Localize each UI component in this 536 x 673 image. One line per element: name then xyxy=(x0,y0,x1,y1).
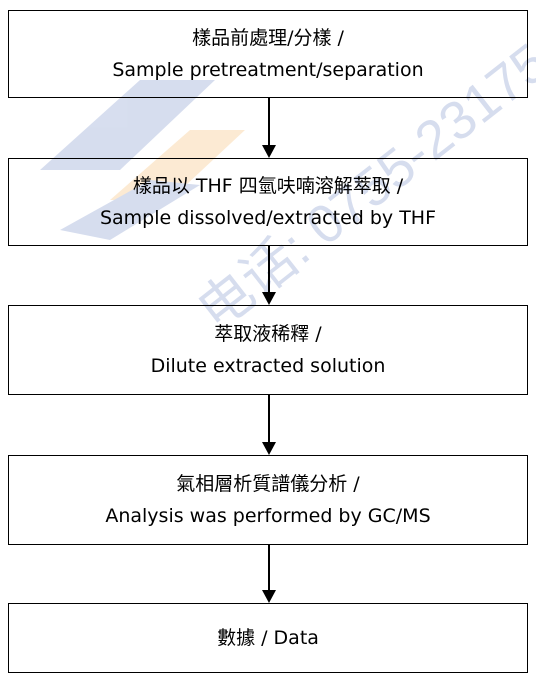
flow-arrow xyxy=(262,98,276,158)
step-label-en: Analysis was performed by GC/MS xyxy=(105,505,431,527)
arrow-down-icon xyxy=(262,590,276,603)
step-box-data: 數據 / Data xyxy=(8,603,528,673)
step-label-zh: 氣相層析質譜儀分析 / xyxy=(176,473,360,495)
arrow-shaft xyxy=(268,545,270,590)
flow-arrow xyxy=(262,395,276,455)
step-label-zh: 萃取液稀釋 / xyxy=(214,323,322,345)
arrow-down-icon xyxy=(262,145,276,158)
step-label-en: Dilute extracted solution xyxy=(150,355,386,377)
arrow-shaft xyxy=(268,246,270,292)
step-label-en: Sample pretreatment/separation xyxy=(112,59,424,81)
step-label-en: Sample dissolved/extracted by THF xyxy=(99,207,437,229)
arrow-shaft xyxy=(268,395,270,442)
flow-arrow xyxy=(262,545,276,603)
step-label-zh: 樣品以 THF 四氫呋喃溶解萃取 / xyxy=(132,175,404,197)
arrow-shaft xyxy=(268,98,270,145)
arrow-down-icon xyxy=(262,292,276,305)
arrow-down-icon xyxy=(262,442,276,455)
step-box-gcms-analysis: 氣相層析質譜儀分析 / Analysis was performed by GC… xyxy=(8,455,528,545)
step-box-dilution: 萃取液稀釋 / Dilute extracted solution xyxy=(8,305,528,395)
step-box-extraction: 樣品以 THF 四氫呋喃溶解萃取 / Sample dissolved/extr… xyxy=(8,158,528,246)
step-box-pretreatment: 樣品前處理/分樣 / Sample pretreatment/separatio… xyxy=(8,10,528,98)
step-label-combined: 數據 / Data xyxy=(217,627,319,649)
flow-arrow xyxy=(262,246,276,305)
step-label-zh: 樣品前處理/分樣 / xyxy=(192,27,344,49)
